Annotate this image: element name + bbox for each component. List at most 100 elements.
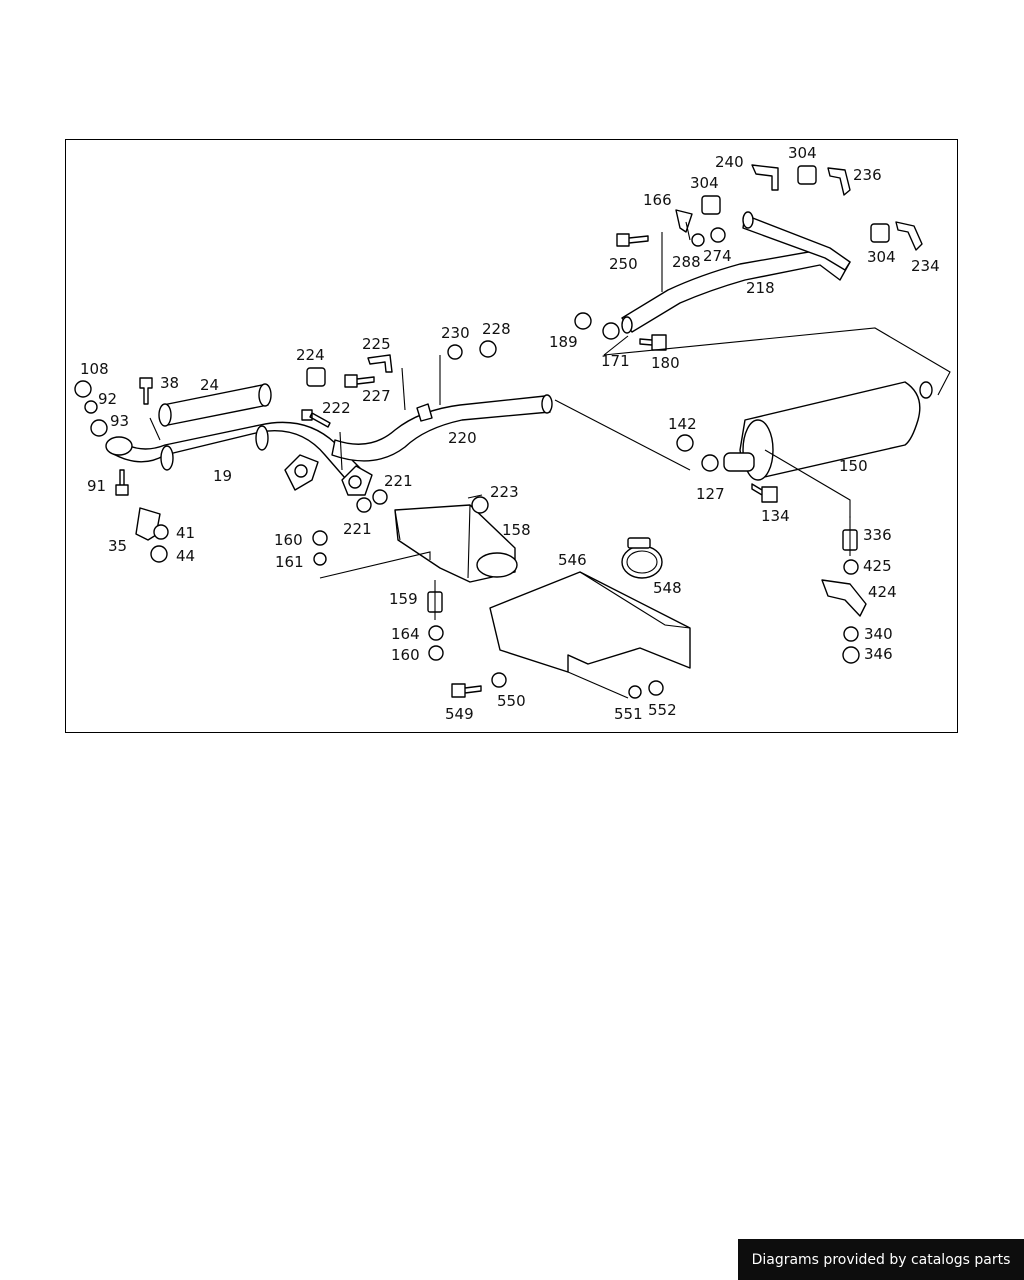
washer-340 [843,626,859,642]
clamp-127 [701,454,719,472]
label-304-b: 304 [788,144,817,162]
label-142: 142 [668,415,697,433]
rubber-mount-304-a [701,195,721,215]
nut-142 [676,434,694,452]
label-93: 93 [110,412,129,430]
nut-160-top [312,530,328,546]
bracket-234 [895,221,923,251]
label-222: 222 [322,399,351,417]
label-230: 230 [441,324,470,342]
nut-346 [842,646,860,664]
nut-552 [648,680,664,696]
label-134: 134 [761,507,790,525]
pipe-24-end-right [258,383,272,407]
washer-550 [491,672,507,688]
washer-288 [691,233,705,247]
rubber-mount-224 [306,367,326,387]
tail-pipe-218-end [621,316,633,334]
bracket-220-tab [416,403,433,422]
label-221-left: 221 [343,520,372,538]
flange-108 [105,436,133,456]
label-223: 223 [490,483,519,501]
label-228: 228 [482,320,511,338]
intermediate-pipe-220 [331,395,551,462]
muffler-158-outlet [476,552,518,578]
label-218: 218 [746,279,775,297]
label-160-top: 160 [274,531,303,549]
label-288: 288 [672,253,701,271]
flange-left-hole [294,464,308,478]
label-250: 250 [609,255,638,273]
heat-shield-546 [489,571,691,673]
flange-right-hole [348,475,362,489]
ring-221-b [372,489,388,505]
nut-44 [150,545,168,563]
clamp-548-bolt [627,537,651,549]
bracket-240 [751,164,779,191]
label-44: 44 [176,547,195,565]
label-159: 159 [389,590,418,608]
bracket-166 [675,209,693,233]
clip-551 [628,685,642,699]
leader-lines [149,221,951,699]
label-160-bottom: 160 [391,646,420,664]
nut-189 [574,312,592,330]
label-552: 552 [648,701,677,719]
washer-161 [313,552,327,566]
label-189: 189 [549,333,578,351]
label-220: 220 [448,429,477,447]
bolt-180 [639,334,667,351]
label-546: 546 [558,551,587,569]
clamp-171 [602,322,620,340]
pipe-24-end [158,403,172,427]
pipe-19-end [160,445,174,471]
label-38: 38 [160,374,179,392]
muffler-158-edge [394,504,471,579]
label-19: 19 [213,467,232,485]
label-425: 425 [863,557,892,575]
tail-pipe-218-top [742,211,754,229]
bolt-91 [115,469,129,496]
nut-160-bottom [428,645,444,661]
nut-228 [479,340,497,358]
muffler-150-inlet [723,452,755,472]
label-108: 108 [80,360,109,378]
nut-223 [471,496,489,514]
label-171: 171 [601,352,630,370]
label-227: 227 [362,387,391,405]
washer-41 [153,524,169,540]
label-166: 166 [643,191,672,209]
label-550: 550 [497,692,526,710]
label-304-c: 304 [867,248,896,266]
bolt-222 [301,409,331,428]
label-158: 158 [502,521,531,539]
bolt-250 [616,233,649,247]
label-221-right: 221 [384,472,413,490]
label-127: 127 [696,485,725,503]
label-91: 91 [87,477,106,495]
label-41: 41 [176,524,195,542]
label-346: 346 [864,645,893,663]
washer-274 [710,227,726,243]
nut-108 [74,380,92,398]
ring-221-a [356,497,372,513]
pipe-220-end [541,394,553,414]
tail-pipe-218-branch [742,214,851,271]
label-92: 92 [98,390,117,408]
label-24: 24 [200,376,219,394]
rubber-mount-304-c [870,223,890,243]
label-150: 150 [839,457,868,475]
label-336: 336 [863,526,892,544]
pipe-19-joint [255,425,269,451]
label-551: 551 [614,705,643,723]
bolt-227 [344,374,375,388]
bolt-38 [139,377,153,405]
label-234: 234 [911,257,940,275]
rubber-mount-304-b [797,165,817,185]
muffler-150-outlet [919,381,933,399]
label-548: 548 [653,579,682,597]
bracket-424 [821,579,867,617]
label-225: 225 [362,335,391,353]
label-304-a: 304 [690,174,719,192]
